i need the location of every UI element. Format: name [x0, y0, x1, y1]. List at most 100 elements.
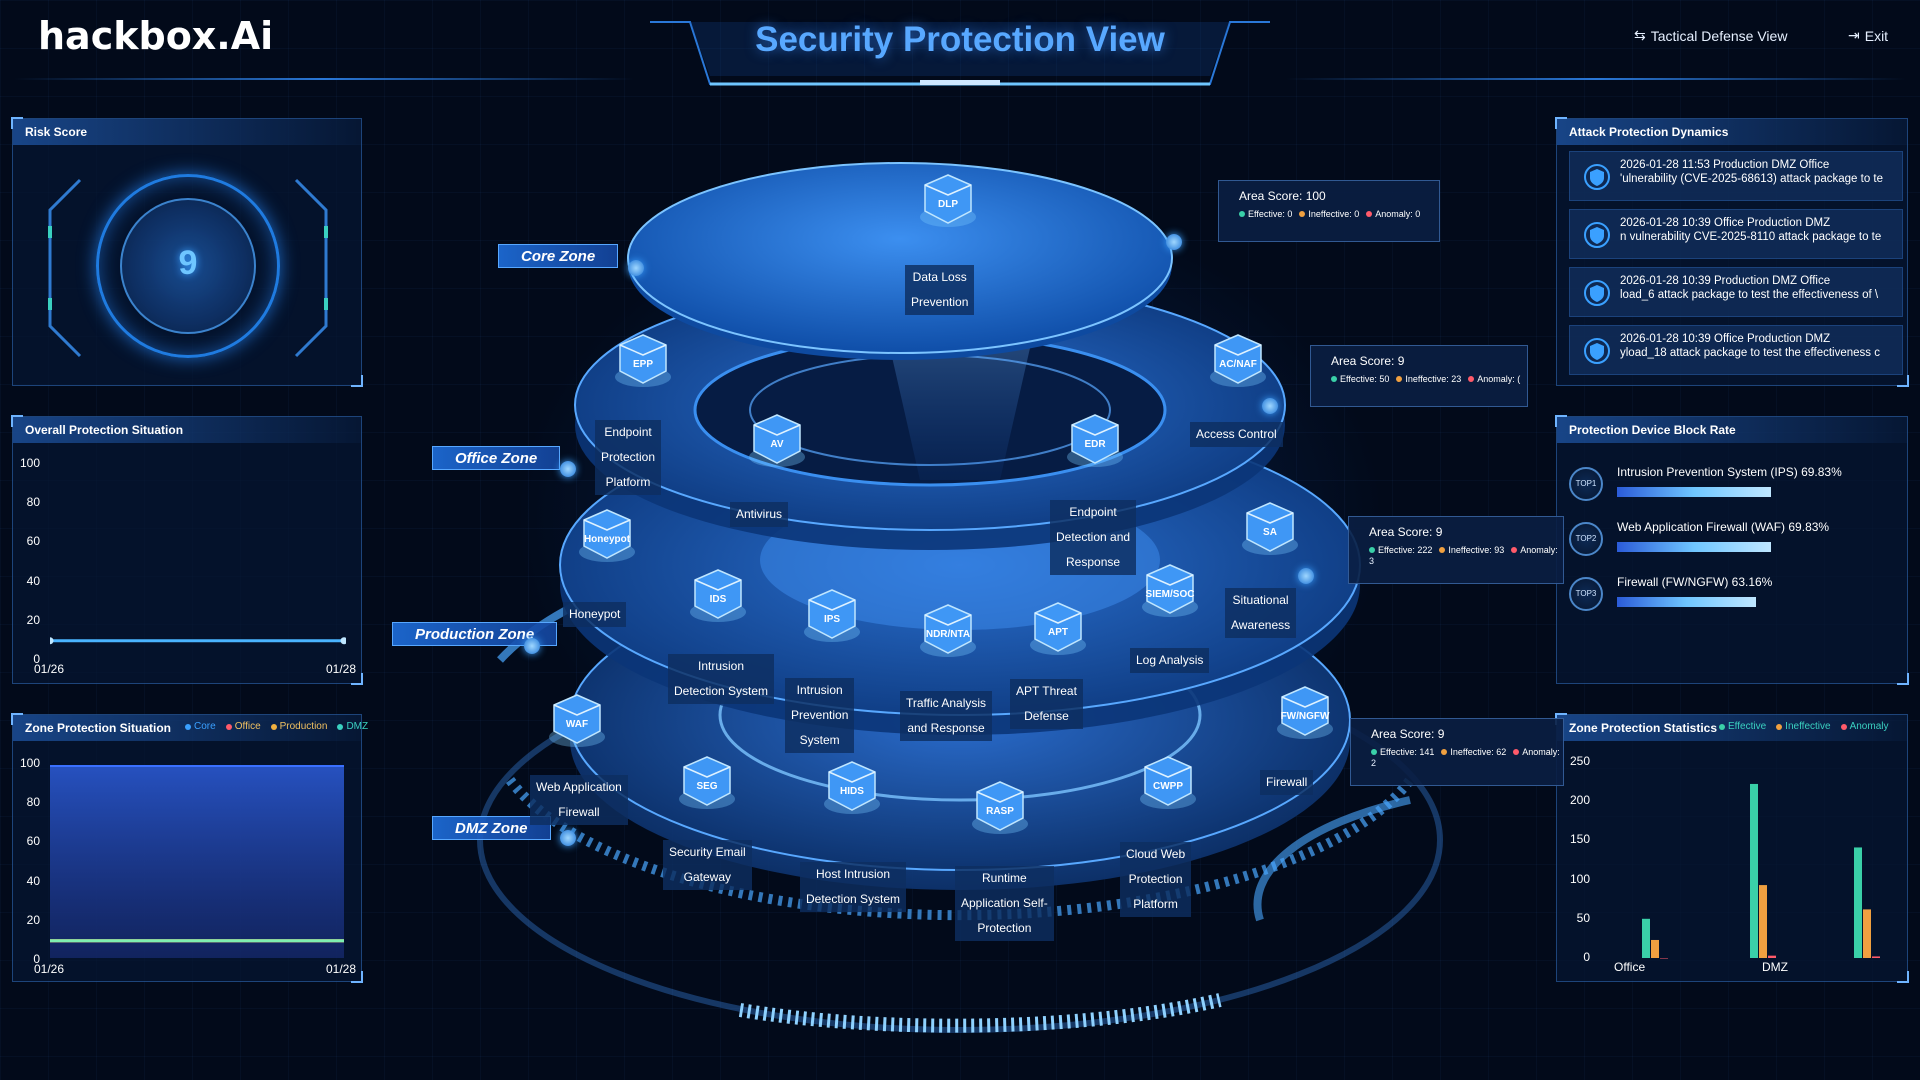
exit-button[interactable]: ⇥ Exit: [1848, 27, 1888, 44]
alert-item[interactable]: 2026-01-28 11:53 Production DMZ Office'u…: [1569, 151, 1903, 201]
ids-label-line: Detection System: [674, 684, 769, 698]
hids-icon-text: HIDS: [840, 786, 864, 797]
acnaf-label-line: Access Control: [1196, 427, 1277, 441]
acnaf-label[interactable]: Access Control: [1190, 422, 1283, 447]
siem-label-line: Log Analysis: [1136, 653, 1204, 667]
dlp-icon[interactable]: DLP: [913, 165, 983, 235]
anomaly-count: Anomaly:: [1522, 747, 1560, 757]
office-zone-tag[interactable]: Office Zone: [432, 446, 561, 470]
block-rate-row: TOP1 Intrusion Prevention System (IPS) 6…: [1569, 465, 1899, 515]
overall-xtick: 01/28: [326, 662, 357, 676]
legend-anomaly: Anomaly: [1840, 721, 1888, 732]
epp-icon[interactable]: EPP: [608, 325, 678, 395]
waf-icon-text: WAF: [566, 719, 588, 730]
av-label[interactable]: Antivirus: [730, 502, 789, 527]
attack-dynamics-panel: Attack Protection Dynamics 2026-01-28 11…: [1555, 117, 1909, 387]
page-title: Security Protection View: [755, 20, 1165, 59]
rasp-icon[interactable]: RASP: [965, 772, 1035, 842]
honeypot-icon[interactable]: Honeypot: [572, 500, 642, 570]
bar-dmz-effective: [1854, 847, 1862, 958]
edr-label-line: Detection and: [1056, 530, 1131, 544]
block-rate-row: TOP3 Firewall (FW/NGFW) 63.16%: [1569, 575, 1899, 625]
dmz-zone-dot[interactable]: [560, 830, 576, 846]
waf-icon[interactable]: WAF: [542, 685, 612, 755]
office-zone-dot[interactable]: [560, 461, 576, 477]
legend-dmz: DMZ: [337, 721, 368, 732]
zone-ytick: 60: [26, 834, 40, 849]
office-area-score[interactable]: Area Score: 9 Effective: 50 Ineffective:…: [1310, 345, 1528, 407]
anomaly-count: Anomaly: 0: [1375, 209, 1421, 219]
zone-situation-legend: Core Office Production DMZ: [185, 721, 368, 732]
risk-score-ring: [96, 174, 280, 358]
alert-line1: 2026-01-28 10:39 Production DMZ Office: [1620, 275, 1831, 287]
ips-label-line: Prevention: [791, 708, 849, 722]
overall-point: [340, 637, 346, 645]
overall-ytick: 0: [33, 652, 40, 666]
dmz-area-score[interactable]: Area Score: 9 Effective: 141 Ineffective…: [1350, 718, 1564, 786]
legend-core: Core: [185, 721, 216, 732]
hids-icon[interactable]: HIDS: [817, 752, 887, 822]
stats-ytick: 250: [1569, 754, 1590, 768]
shield-icon: [1584, 222, 1610, 248]
tactical-defense-view-button[interactable]: ⇆ Tactical Defense View: [1634, 27, 1787, 44]
bar-dmz-anomaly: [1872, 956, 1880, 958]
av-icon[interactable]: AV: [742, 405, 812, 475]
anomaly-count: Anomaly:: [1520, 545, 1558, 555]
seg-icon[interactable]: SEG: [672, 747, 742, 817]
sa-icon-text: SA: [1263, 527, 1277, 538]
acnaf-icon[interactable]: AC/NAF: [1203, 325, 1273, 395]
waf-label-line: Firewall: [558, 805, 600, 819]
ids-icon-text: IDS: [710, 594, 727, 605]
siem-icon[interactable]: SIEM/SOC: [1135, 555, 1205, 625]
apt-icon-text: APT: [1048, 627, 1068, 638]
av-label-line: Antivirus: [736, 507, 783, 521]
core-area-score[interactable]: Area Score: 100 Effective: 0 Ineffective…: [1218, 180, 1440, 242]
block-rate-label: Web Application Firewall (WAF) 69.83%: [1617, 520, 1830, 534]
alert-line2: n vulnerability CVE-2025-8110 attack pac…: [1620, 231, 1882, 243]
ndr-icon[interactable]: NDR/NTA: [913, 595, 983, 665]
core-zone-dot[interactable]: [628, 260, 644, 276]
edr-icon[interactable]: EDR: [1060, 405, 1130, 475]
siem-label[interactable]: Log Analysis: [1130, 648, 1210, 673]
stats-ytick: 50: [1576, 910, 1590, 925]
legend-effective: Effective: [1719, 721, 1766, 732]
zone-ytick: 100: [19, 756, 40, 770]
fw-label[interactable]: Firewall: [1260, 770, 1314, 795]
overall-ytick: 60: [26, 534, 40, 549]
bar-production-ineffective: [1759, 885, 1767, 958]
sa-label-line: Situational: [1232, 593, 1289, 607]
production-area-score[interactable]: Area Score: 9 Effective: 222 Ineffective…: [1348, 516, 1564, 584]
sa-icon[interactable]: SA: [1235, 493, 1305, 563]
zone-ytick: 20: [26, 912, 40, 927]
acnaf-icon-text: AC/NAF: [1219, 359, 1257, 370]
stats-ytick: 200: [1569, 793, 1590, 808]
ids-icon[interactable]: IDS: [683, 560, 753, 630]
alert-line2: 'ulnerability (CVE-2025-68613) attack pa…: [1620, 173, 1884, 185]
bar-office-effective: [1642, 918, 1650, 958]
apt-icon[interactable]: APT: [1023, 593, 1093, 663]
core-zone-tag[interactable]: Core Zone: [498, 244, 619, 268]
honeypot-label[interactable]: Honeypot: [563, 602, 627, 627]
fw-icon[interactable]: FW/NGFW: [1270, 677, 1340, 747]
ips-icon[interactable]: IPS: [797, 580, 867, 650]
area-score-value: Area Score: 9: [1331, 354, 1405, 368]
apt-label-line: Defense: [1024, 709, 1069, 723]
cwpp-icon[interactable]: CWPP: [1133, 747, 1203, 817]
production-zone-dot[interactable]: [524, 638, 540, 654]
